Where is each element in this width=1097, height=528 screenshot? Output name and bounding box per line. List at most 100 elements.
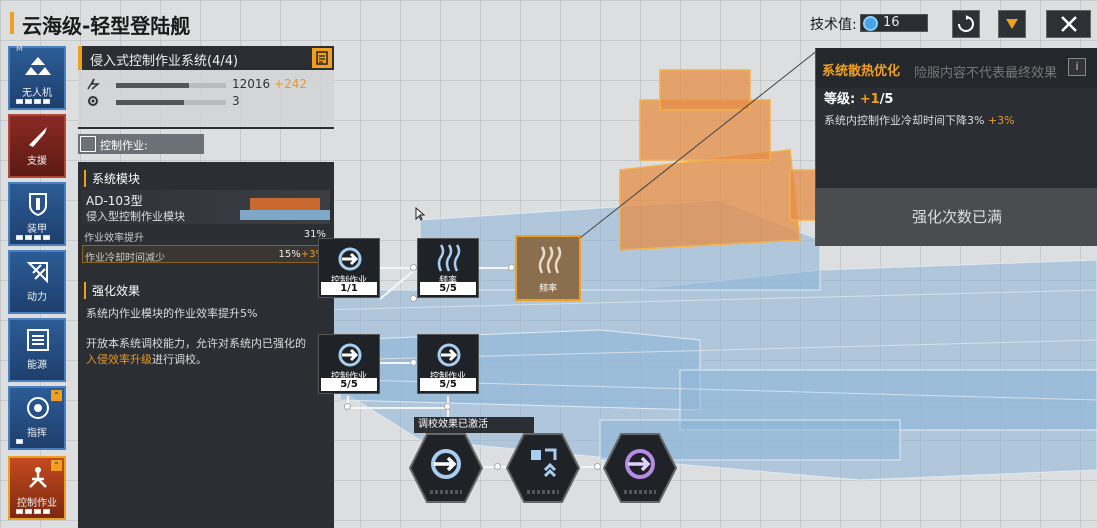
control-icon: [24, 464, 52, 492]
upgrade-chevrons-icon: [531, 448, 557, 478]
popup-header: 险服内容不代表最终效果 系统散热优化 i: [816, 48, 1097, 88]
enhance-maxed-button[interactable]: 强化次数已满: [816, 188, 1097, 246]
count-value: 3: [232, 94, 240, 108]
count-bar-fill: [116, 100, 185, 105]
tree-node-control-2[interactable]: 控制作业 5/5: [318, 334, 380, 394]
sidebar-item-drone[interactable]: M 无人机: [8, 44, 66, 110]
sidebar-item-label: 装甲: [27, 224, 47, 235]
power-icon: [87, 78, 100, 90]
refresh-icon: [958, 15, 974, 32]
close-icon: [1060, 16, 1077, 32]
power-bar-fill: [116, 83, 189, 88]
popup-level: 等级: +1/5: [824, 92, 894, 107]
control-job-chip[interactable]: 控制作业:: [78, 134, 204, 154]
tree-node-frequency-1[interactable]: 频率 5/5: [417, 238, 479, 298]
document-icon: [316, 51, 328, 65]
connector-dot: [410, 295, 417, 302]
enhance-desc: 系统内作业模块的作业效率提升5%: [86, 307, 258, 320]
attr-row-highlight: 作业冷却时间减少 15%+3%: [82, 245, 330, 264]
divider: [78, 127, 334, 129]
power-value: 12016 +242: [232, 77, 307, 91]
sidebar-item-label: 控制作业: [17, 498, 57, 509]
sidebar-item-energy[interactable]: 能源: [8, 318, 66, 382]
missile-icon: [24, 122, 52, 150]
system-module-title: 系统模块: [84, 170, 140, 187]
tree-node-control-1[interactable]: 控制作业 1/1: [318, 238, 380, 298]
stat-row-power: 12016 +242: [84, 77, 332, 93]
heat-waves-icon: [538, 246, 562, 274]
popup-effect: 系统内控制作业冷却时间下降3% +3%: [824, 114, 1015, 127]
node-detail-popup: 险服内容不代表最终效果 系统散热优化 i 等级: +1/5 系统内控制作业冷却时…: [815, 48, 1097, 246]
close-button[interactable]: [1046, 10, 1091, 38]
module-thumbnail: [240, 198, 330, 220]
sidebar-item-command[interactable]: ⌃ 指挥: [8, 386, 66, 450]
sidebar-item-label: 支援: [27, 156, 47, 167]
tuning-hex-control[interactable]: [408, 430, 484, 506]
power-bar: [116, 83, 226, 88]
module-stats: 12016 +242 3: [78, 70, 334, 126]
connector: [380, 362, 420, 364]
control-job-label: 控制作业:: [100, 139, 148, 152]
tech-value-label: 技术值:: [810, 17, 857, 33]
upgrade-dots: [16, 509, 50, 514]
connector-dot: [410, 359, 417, 366]
tuning-hex-upgrade[interactable]: [505, 430, 581, 506]
sidebar-item-label: 能源: [27, 360, 47, 371]
connector-dot: [444, 403, 451, 410]
item-name: AD-103型: [86, 194, 143, 208]
tune-active-tag: 调校效果已激活: [414, 417, 534, 433]
module-item-card[interactable]: AD-103型 侵入型控制作业模块: [82, 190, 330, 224]
attr-value: 15%+3%: [278, 249, 325, 260]
node-level: 5/5: [420, 378, 476, 391]
control-cycle-icon: [437, 343, 461, 367]
sidebar-item-label: 动力: [27, 292, 47, 303]
upgrade-arrow-icon: ⌃: [51, 390, 62, 401]
attr-value: 31%: [303, 229, 326, 240]
tech-value-display: 16: [860, 14, 928, 32]
callout-line: [580, 49, 819, 239]
upgrade-arrow-icon: ⌃: [51, 460, 62, 471]
mouse-cursor-icon: [415, 207, 425, 221]
info-button[interactable]: i: [1068, 58, 1086, 76]
detail-panel: 系统模块 AD-103型 侵入型控制作业模块 作业效率提升 31% 作业冷却时间…: [78, 162, 334, 528]
title-accent: [10, 12, 14, 34]
attr-row: 作业效率提升 31%: [82, 226, 330, 244]
tree-node-frequency-selected[interactable]: 频率: [515, 235, 581, 301]
upgrade-dots: [16, 99, 50, 104]
node-name: 控制作业: [429, 372, 466, 382]
node-name: 控制作业: [330, 372, 367, 382]
sidebar-item-support[interactable]: 支援: [8, 114, 66, 178]
connector: [478, 267, 516, 269]
sidebar-item-engine[interactable]: 动力: [8, 250, 66, 314]
node-name: 频率: [538, 284, 557, 294]
tuning-hex-control-purple[interactable]: [602, 430, 678, 506]
mark-m: M: [16, 44, 23, 53]
node-level: 5/5: [420, 282, 476, 295]
count-bar: [116, 100, 226, 105]
unlock-desc: 开放本系统调校能力，允许对系统内已强化的入侵效率升级进行调校。: [86, 337, 306, 366]
attr-key: 作业效率提升: [84, 233, 144, 244]
sidebar-item-control[interactable]: ⌃ 控制作业: [8, 456, 66, 520]
engine-icon: [24, 258, 52, 286]
control-cycle-icon: [431, 449, 461, 479]
control-cycle-icon: [625, 449, 655, 479]
connector-dot: [508, 264, 515, 271]
heat-waves-icon: [437, 244, 461, 272]
connector-dot: [594, 463, 601, 470]
energy-icon: [24, 326, 52, 354]
document-button[interactable]: [312, 48, 332, 68]
tree-node-control-3[interactable]: 控制作业 5/5: [417, 334, 479, 394]
connector: [380, 267, 420, 269]
node-name: 控制作业: [330, 276, 367, 286]
node-name: 频率: [438, 276, 457, 286]
sidebar-item-armor[interactable]: 装甲: [8, 182, 66, 246]
refresh-button[interactable]: [952, 10, 980, 38]
attr-key: 作业冷却时间减少: [85, 253, 165, 264]
shield-icon: [24, 190, 52, 218]
enhance-title: 强化效果: [84, 282, 140, 299]
connector-dot: [410, 264, 417, 271]
node-level: 1/1: [321, 282, 377, 295]
connector: [447, 396, 449, 436]
module-title: 侵入式控制作业系统(4/4): [90, 54, 239, 69]
dropdown-button[interactable]: [998, 10, 1026, 38]
